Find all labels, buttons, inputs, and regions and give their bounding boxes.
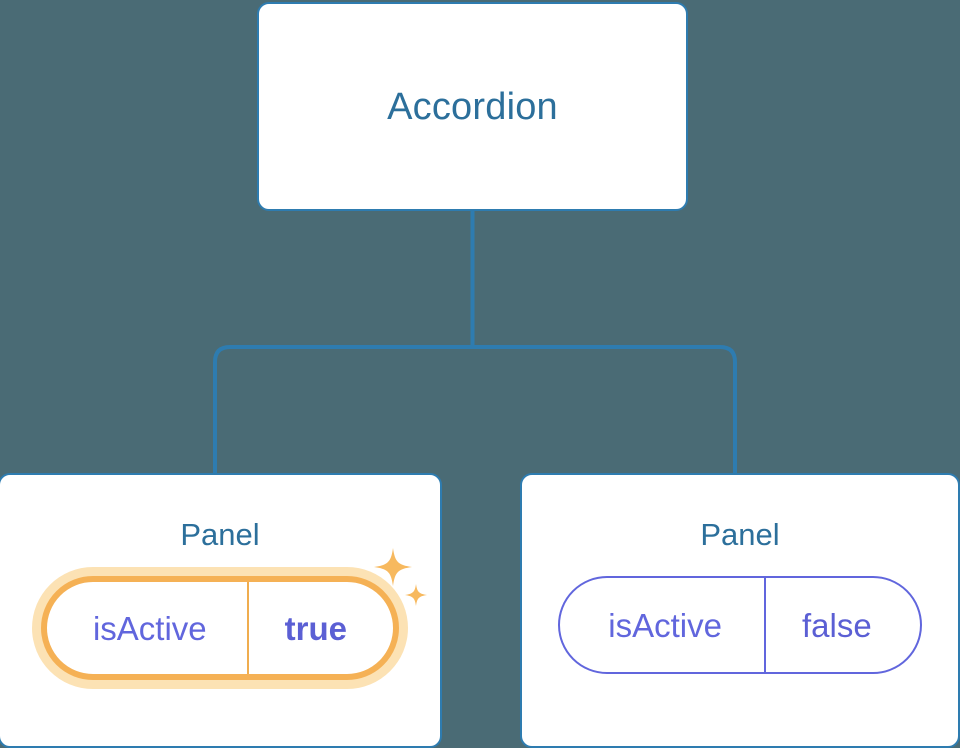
prop-key: isActive [92, 609, 207, 647]
node-card-panel-active[interactable]: Panel isActive true [0, 473, 442, 748]
prop-pill-wrapper: isActive false [558, 576, 922, 674]
node-card-panel-inactive[interactable]: Panel isActive false [520, 473, 960, 748]
node-title: Panel [700, 517, 780, 552]
connector-branch-left [213, 345, 473, 473]
connector-branch-right [472, 345, 737, 473]
sparkle-icon [374, 548, 413, 586]
prop-key: isActive [608, 606, 722, 644]
prop-pill-wrapper: isActive true [40, 548, 428, 680]
prop-pill-isactive-false[interactable]: isActive false [558, 576, 922, 674]
node-title: Panel [180, 517, 260, 552]
prop-value: false [763, 578, 920, 672]
prop-value: true [246, 582, 393, 674]
node-card-accordion[interactable]: Accordion [257, 2, 688, 211]
prop-pill-isactive-true[interactable]: isActive true [40, 576, 400, 680]
sparkle-icon [405, 584, 428, 606]
node-title: Accordion [387, 85, 558, 128]
